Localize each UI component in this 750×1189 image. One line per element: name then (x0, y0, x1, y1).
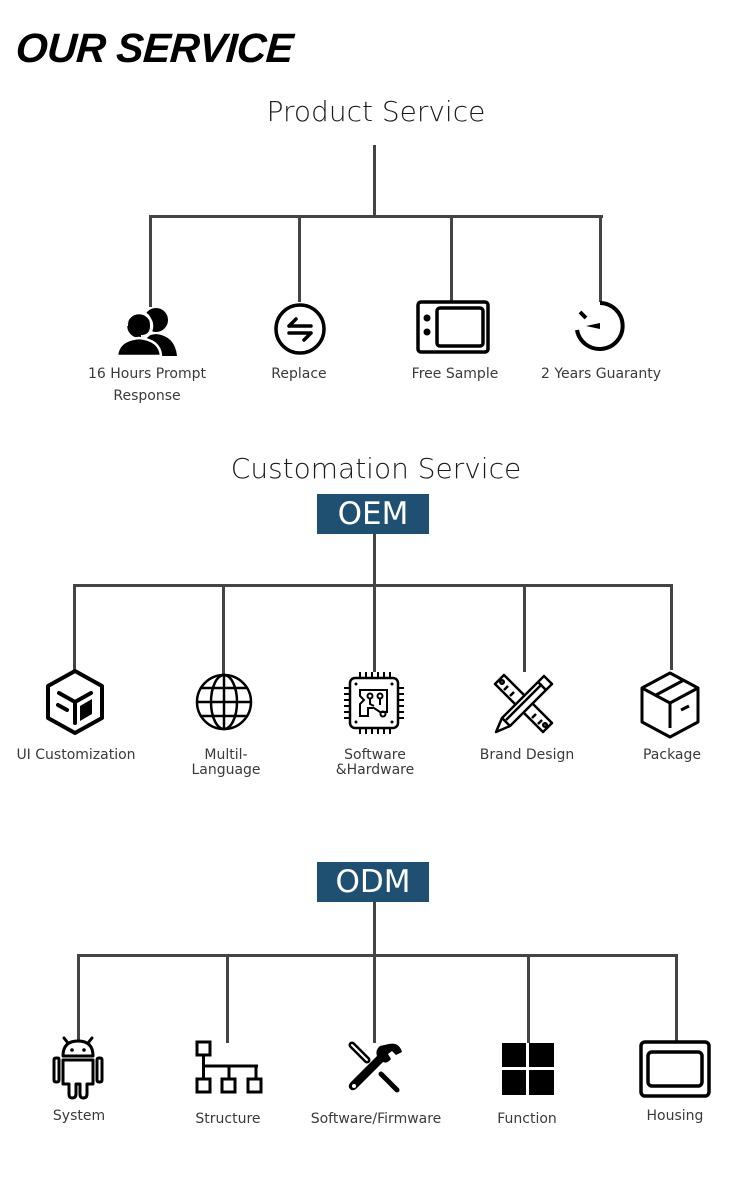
tree-drop (670, 584, 673, 670)
product-service-title: Product Service (266, 95, 486, 128)
hierarchy-icon (195, 1040, 263, 1094)
page-title: OUR SERVICE (14, 25, 295, 71)
odm-item-label: Structure (195, 1111, 261, 1127)
product-item-label: Free Sample (411, 366, 499, 382)
odm-tag: ODM (317, 862, 429, 902)
tree-trunk (373, 534, 376, 586)
tools-icon (348, 1041, 402, 1093)
label-line: Software (344, 747, 406, 763)
tree-trunk (373, 902, 376, 956)
swap-arrows-icon (274, 303, 326, 355)
tree-drop (373, 584, 376, 672)
tree-drop (373, 954, 376, 1043)
tree-branch (77, 954, 678, 957)
odm-item-label: Software/Firmware (310, 1111, 442, 1127)
product-item-label: Replace (271, 366, 327, 382)
tree-drop (77, 954, 80, 1042)
3d-box-icon (46, 669, 104, 735)
timer-dial-icon (575, 301, 625, 351)
tree-drop (599, 215, 602, 302)
customer-support-icon (115, 308, 177, 356)
ruler-pencil-icon (493, 673, 554, 734)
odm-item-label: System (52, 1108, 106, 1124)
tree-branch (149, 215, 603, 218)
oem-item-label: Package (642, 747, 702, 763)
globe-icon (195, 673, 253, 731)
tree-trunk (373, 145, 376, 217)
label-line: Multil- (204, 747, 248, 763)
tree-drop (149, 215, 152, 307)
odm-item-label: Housing (646, 1108, 704, 1124)
label-line: &Hardware (335, 762, 415, 778)
grid-squares-icon (502, 1043, 554, 1095)
oem-item-label: Multil- Language (146, 748, 306, 778)
tree-drop (222, 584, 225, 674)
tree-drop (298, 215, 301, 302)
chip-icon (344, 672, 404, 734)
tree-drop (523, 584, 526, 672)
oem-item-label: Software &Hardware (295, 748, 455, 778)
customation-service-title: Customation Service (230, 452, 522, 485)
product-item-label: 2 Years Guaranty (540, 366, 662, 382)
oem-item-label: UI Customization (16, 747, 136, 763)
package-box-icon (640, 671, 700, 739)
screen-frame-icon (639, 1040, 711, 1098)
tablet-device-icon (416, 300, 490, 354)
oem-item-label: Brand Design (479, 747, 575, 763)
tree-drop (675, 954, 678, 1043)
tree-drop (73, 584, 76, 670)
odm-item-label: Function (497, 1111, 557, 1127)
tree-drop (527, 954, 530, 1043)
oem-tag: OEM (317, 494, 429, 534)
label-line: Language (191, 762, 261, 778)
android-icon (52, 1036, 104, 1100)
product-item-label: 16 Hours Prompt Response (88, 366, 206, 404)
tree-drop (450, 215, 453, 302)
tree-drop (226, 954, 229, 1043)
